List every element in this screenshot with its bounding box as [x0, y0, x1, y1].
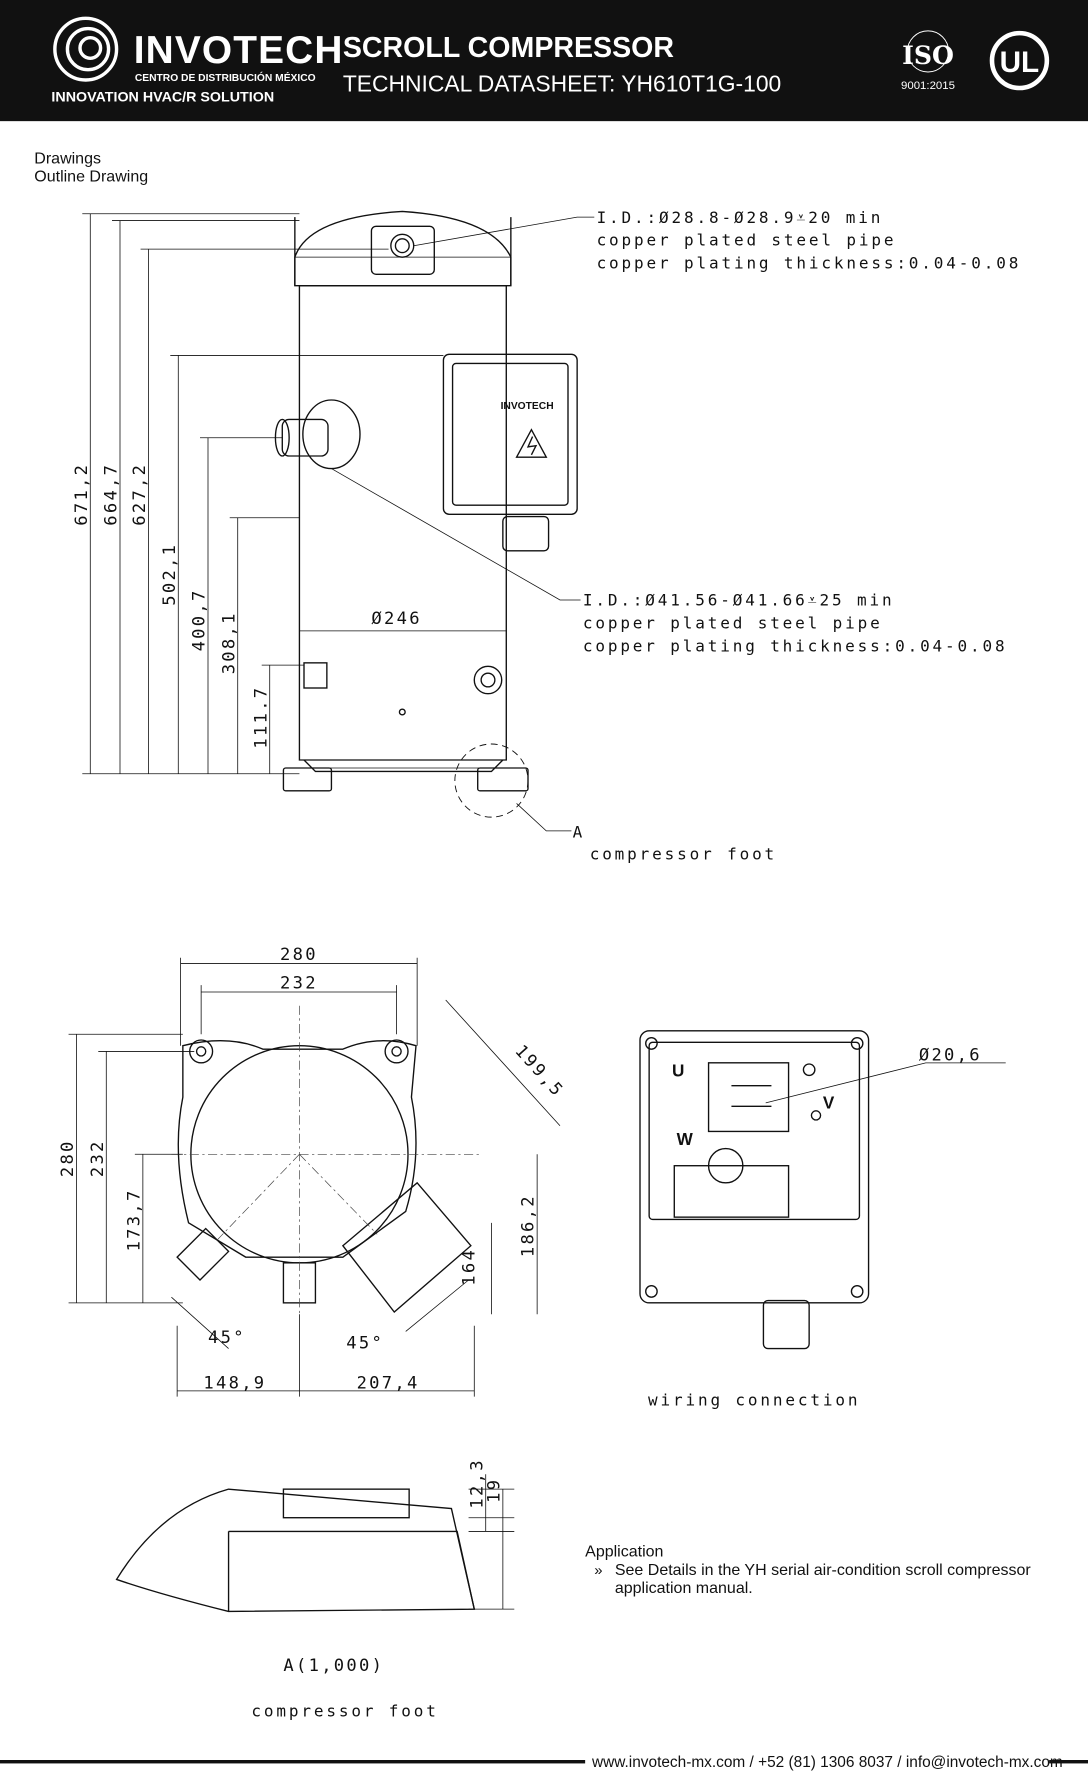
header: INVOTECH CENTRO DE DISTRIBUCIÓN MÉXICO I… — [0, 0, 1088, 122]
svg-text:ISO: ISO — [902, 40, 954, 70]
terminal-v: V — [823, 1093, 835, 1113]
svg-text:copper plating thickness:0.04-: copper plating thickness:0.04-0.08 — [597, 254, 1022, 273]
svg-text:9001:2015: 9001:2015 — [901, 80, 955, 92]
application-heading: Application — [585, 1544, 663, 1561]
foot-ref: A — [573, 823, 586, 842]
wiring-drawing: Ø20,6 U V W wiring connection — [639, 1030, 1006, 1410]
offset-left-dim: 148,9 — [203, 1374, 266, 1394]
wiring-label: wiring connection — [648, 1391, 860, 1410]
bullet: » — [594, 1563, 602, 1579]
diag-dim: 186,2 — [519, 1194, 539, 1257]
svg-text:application manual.: application manual. — [615, 1580, 753, 1597]
terminal-w: W — [677, 1129, 694, 1149]
application-text: See Details in the YH serial air-conditi… — [615, 1562, 1032, 1579]
high-voltage-icon — [515, 428, 548, 458]
footer-contact: www.invotech-mx.com / +52 (81) 1306 8037… — [591, 1754, 1063, 1771]
page-subtitle: TECHNICAL DATASHEET: YH610T1G-100 — [343, 70, 781, 96]
height-outer-dim: 280 — [58, 1139, 78, 1177]
height-dim: 400,7 — [190, 588, 210, 651]
diag-dim: 164 — [459, 1248, 479, 1286]
svg-text:copper plated steel pipe: copper plated steel pipe — [597, 231, 897, 250]
foot-callout: compressor foot — [590, 844, 777, 863]
width-inner-dim: 232 — [280, 974, 318, 994]
height-dim: 664,7 — [102, 463, 122, 526]
invotech-logo: INVOTECH CENTRO DE DISTRIBUCIÓN MÉXICO I… — [51, 16, 344, 106]
terminal-u: U — [672, 1061, 684, 1081]
application-section: Application » See Details in the YH seri… — [585, 1544, 1031, 1598]
discharge-note: I.D.:Ø28.8-Ø28.9⩡20 min — [597, 208, 884, 227]
foot-detail-drawing: 12,3 19 A(1,000) compressor foot — [115, 1458, 515, 1721]
foot-dim-a: 12,3 — [467, 1458, 487, 1508]
brand-name: INVOTECH — [134, 29, 344, 72]
section-heading: Drawings — [34, 150, 101, 167]
side-view-drawing: INVOTECH A compressor foot 671,2 664,7 6… — [72, 208, 1022, 864]
terminal-box-brand: INVOTECH — [501, 401, 554, 412]
angle-right: 45° — [346, 1334, 384, 1354]
ul-badge: UL — [989, 30, 1050, 91]
height-dim: 308,1 — [219, 611, 239, 674]
svg-text:copper plated steel pipe: copper plated steel pipe — [583, 614, 883, 633]
height-dim: 627,2 — [130, 463, 150, 526]
brand-sub: CENTRO DE DISTRIBUCIÓN MÉXICO — [135, 71, 316, 84]
foot-dim-b: 19 — [484, 1478, 504, 1503]
foot-scale: A(1,000) — [283, 1656, 384, 1676]
offset-right-dim: 207,4 — [357, 1374, 420, 1394]
svg-text:copper plating thickness:0.04-: copper plating thickness:0.04-0.08 — [583, 636, 1008, 655]
top-view-drawing: 280 232 280 232 173,7 199,5 186,2 164 45… — [58, 945, 568, 1397]
iso-badge: ISO 9001:2015 — [901, 30, 955, 92]
height-dim: 502,1 — [160, 543, 180, 606]
svg-text:UL: UL — [1000, 46, 1040, 79]
height-dim: 111.7 — [251, 686, 271, 749]
suction-note: I.D.:Ø41.56-Ø41.66⩡25 min — [583, 591, 895, 610]
section-subheading: Outline Drawing — [34, 169, 148, 186]
angle-left: 45° — [208, 1328, 246, 1348]
height-small-dim: 173,7 — [124, 1188, 144, 1251]
page-title: SCROLL COMPRESSOR — [343, 32, 675, 64]
wiring-diameter: Ø20,6 — [919, 1046, 982, 1066]
footer: www.invotech-mx.com / +52 (81) 1306 8037… — [0, 1754, 1088, 1771]
brand-tagline: INNOVATION HVAC/R SOLUTION — [51, 90, 274, 106]
height-dim: 671,2 — [72, 463, 92, 526]
height-inner-dim: 232 — [88, 1139, 108, 1177]
width-outer-dim: 280 — [280, 945, 318, 965]
diag-dim: 199,5 — [511, 1041, 568, 1101]
diameter-dim: Ø246 — [371, 609, 421, 629]
foot-label: compressor foot — [251, 1702, 438, 1721]
